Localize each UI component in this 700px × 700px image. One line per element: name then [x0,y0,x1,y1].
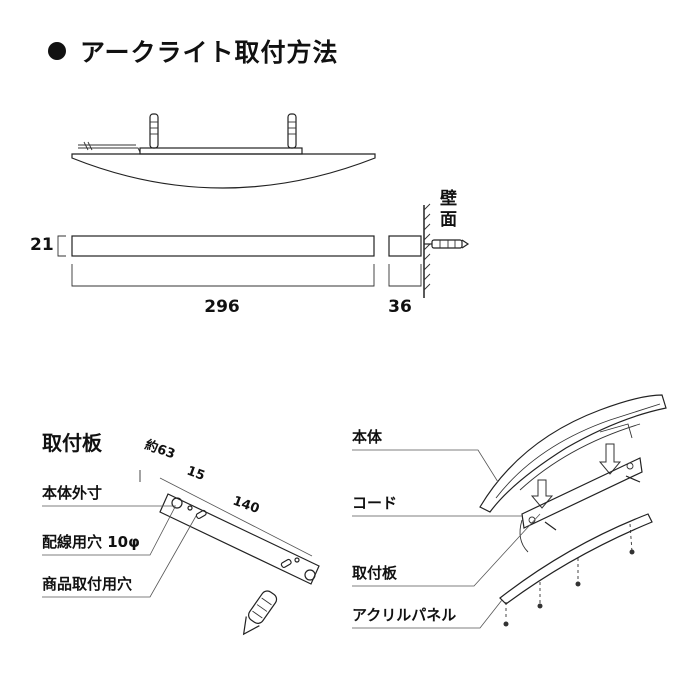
screw-left-icon [149,113,159,149]
assembly-plate [521,457,643,529]
leader-plate [352,513,541,587]
dim-depth-label: 36 [388,297,412,317]
screw-icon [242,590,278,636]
label-outer-dim: 本体外寸 [42,484,102,502]
dim-height-bracket [57,235,66,257]
label-plate: 取付板 [352,564,398,582]
leader-panel [352,599,503,629]
pin-hole-right [294,557,300,563]
lamp-body-notch [599,423,633,439]
label-body: 本体 [352,428,383,446]
body-side-rect [71,235,375,257]
arrow-down-icon [598,443,622,475]
cord-line [78,147,141,153]
wall-hatch [423,203,431,298]
leader-mount [42,515,197,598]
screw-small-icon [537,603,543,609]
dimension-drawing: 21 296 36 壁 面 [30,188,470,317]
title-text: アークライト取付方法 [80,38,339,67]
dim-width-label: 296 [204,297,240,317]
dim-approx-label: 約63 [143,437,178,463]
label-wiring-hole: 配線用穴 10φ [42,533,140,551]
slot-hole-right [280,558,292,568]
screw-small-icon [629,549,635,555]
arc-light-front-view [71,113,376,189]
dim-width-bracket [71,264,375,287]
assembly-hole-2 [626,462,634,470]
dim-guide-line [159,477,313,557]
screw-small-icon [503,621,509,627]
screw-small-icon [575,581,581,587]
label-mount-hole: 商品取付用穴 [42,575,132,593]
lamp-body-edge [495,403,661,499]
assembly-guides [505,523,633,620]
assembly-cord [519,519,529,553]
arrow-down-icon [530,479,554,509]
arc-body-shape [71,153,376,189]
assembly-stud [544,521,557,531]
page-title: アークライト取付方法 [48,34,339,68]
wiring-hole-left [171,497,183,509]
label-panel: アクリルパネル [352,606,456,624]
lamp-body-inner [519,423,641,491]
lamp-body-shape [479,394,667,513]
wall-screw-icon [424,239,470,249]
pin-hole-left [187,505,193,511]
wall-label-bottom: 面 [440,210,457,230]
slot-hole-left [195,509,207,519]
assembly-exploded-view: 本体 コード 取付板 アクリルパネル [352,394,667,629]
label-cord: コード [352,494,397,512]
screw-right-icon [287,113,297,149]
leader-wiring [42,506,176,556]
dim-height-label: 21 [30,235,54,255]
cord-break-mark [83,141,93,151]
acrylic-panel-shape [499,513,653,605]
mounting-plate-detail: 取付板 約63 15 140 本体外寸 配線用穴 10φ 商品取付用穴 [42,431,320,636]
dim-depth-bracket [388,264,422,287]
assembly-stud-2 [625,475,641,483]
dim-140-label: 140 [231,494,262,517]
bullet-icon [48,42,66,60]
wiring-hole-right [304,569,316,581]
wall-label-top: 壁 [440,188,457,209]
dim-15-label: 15 [185,464,207,484]
leader-body [352,449,499,483]
body-end-rect [388,235,422,257]
plate-heading: 取付板 [42,431,103,455]
mounting-base [139,147,303,155]
